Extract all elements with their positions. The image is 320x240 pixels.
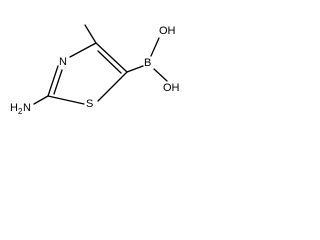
boron-oh-top-bond bbox=[150, 37, 160, 57]
methyl-bond bbox=[84, 24, 97, 44]
n3-c2-bond bbox=[47, 65, 59, 97]
ring-sulfur-label: S bbox=[86, 98, 93, 110]
hydroxyl-top-label: OH bbox=[159, 25, 176, 37]
boron-oh-bottom-bond bbox=[153, 68, 168, 82]
c2-amino-bond bbox=[33, 95, 49, 105]
amino-n-label: N bbox=[23, 102, 31, 114]
amino-h-label: H bbox=[10, 102, 18, 114]
n3-c2-double-bond bbox=[53, 69, 63, 95]
c4-n3-bond bbox=[69, 42, 97, 58]
bonds bbox=[33, 24, 168, 105]
chemical-structure: N S B OH OH H 2 N bbox=[10, 24, 180, 116]
c4-c5-bond bbox=[95, 42, 128, 73]
s1-c5-bond bbox=[97, 71, 128, 102]
c5-boron-bond bbox=[126, 65, 144, 73]
c2-s1-bond bbox=[47, 95, 85, 105]
c4-c5-double-bond bbox=[97, 50, 122, 74]
atom-labels: N S B OH OH H 2 N bbox=[10, 25, 180, 116]
ring-nitrogen-label: N bbox=[59, 56, 67, 68]
boron-label: B bbox=[144, 57, 151, 69]
hydroxyl-bottom-label: OH bbox=[163, 82, 180, 94]
amino-subscript-label: 2 bbox=[18, 107, 23, 116]
